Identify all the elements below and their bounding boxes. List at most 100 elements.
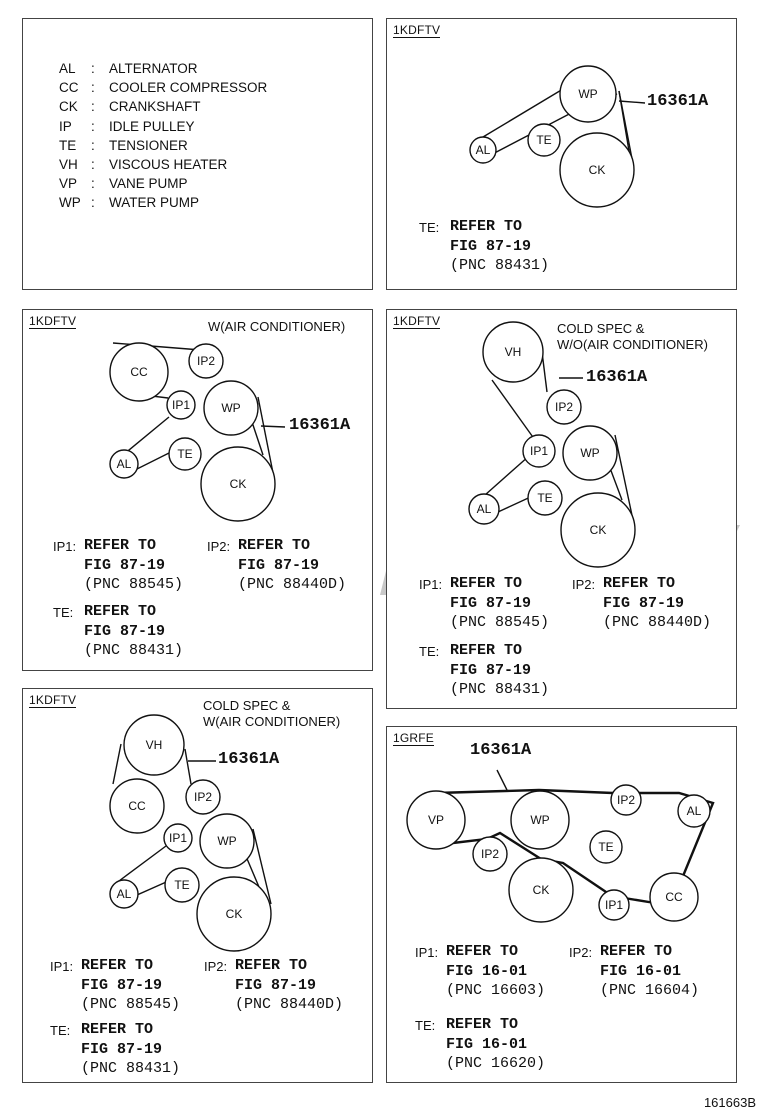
svg-text:WP: WP bbox=[221, 401, 240, 415]
pulley-ck bbox=[559, 132, 635, 208]
belt-diagram-panel-2: 1KDFTV W(AIR CONDITIONER) CC IP2 IP1 WP … bbox=[22, 309, 373, 671]
svg-text:IP2: IP2 bbox=[617, 793, 635, 807]
pulley-vh bbox=[482, 321, 544, 383]
pulley-wp bbox=[203, 380, 259, 436]
variant-note: COLD SPEC &W/O(AIR CONDITIONER) bbox=[557, 321, 708, 352]
pulley-te bbox=[527, 480, 563, 516]
pulley-vp bbox=[406, 790, 466, 850]
label-al: AL bbox=[476, 143, 491, 157]
svg-text:VH: VH bbox=[146, 738, 163, 752]
belt-routing-diagram: VH CC IP2 IP1 WP AL TE CK bbox=[109, 714, 272, 952]
svg-text:TE: TE bbox=[598, 840, 613, 854]
legend-item: VH:VISCOUS HEATER bbox=[59, 157, 228, 173]
figure-code: 161663B bbox=[703, 1095, 756, 1110]
svg-text:IP1: IP1 bbox=[172, 398, 190, 412]
svg-text:VH: VH bbox=[505, 345, 522, 359]
svg-text:IP1: IP1 bbox=[530, 444, 548, 458]
pulley-wp bbox=[559, 65, 617, 123]
svg-text:WP: WP bbox=[530, 813, 549, 827]
legend-item: CK:CRANKSHAFT bbox=[59, 99, 201, 115]
svg-text:AL: AL bbox=[117, 457, 132, 471]
svg-text:IP2: IP2 bbox=[555, 400, 573, 414]
belt-diagram-panel-3: 1KDFTV COLD SPEC &W/O(AIR CONDITIONER) V… bbox=[386, 309, 737, 709]
svg-text:AL: AL bbox=[687, 804, 702, 818]
engine-tag: 1KDFTV bbox=[29, 693, 77, 708]
engine-tag: 1KDFTV bbox=[393, 23, 441, 38]
pulley-al bbox=[677, 794, 711, 828]
pulley-te bbox=[527, 123, 561, 157]
pulley-ip1 bbox=[163, 823, 193, 853]
legend-item: VP:VANE PUMP bbox=[59, 176, 188, 192]
svg-text:IP2: IP2 bbox=[481, 847, 499, 861]
legend-item: WP:WATER PUMP bbox=[59, 195, 199, 211]
variant-note: COLD SPEC &W(AIR CONDITIONER) bbox=[203, 698, 341, 729]
pulley-al bbox=[469, 136, 497, 164]
pulley-al bbox=[109, 879, 139, 909]
part-number-label: 16361A bbox=[218, 750, 280, 769]
pulley-ip2 bbox=[185, 779, 221, 815]
pulley-ip2-upper bbox=[610, 784, 642, 816]
engine-tag: 1GRFE bbox=[393, 731, 435, 746]
pulley-al bbox=[109, 449, 139, 479]
variant-note: W(AIR CONDITIONER) bbox=[208, 319, 346, 334]
engine-tag: 1KDFTV bbox=[393, 314, 441, 329]
svg-text:IP2: IP2 bbox=[197, 354, 215, 368]
pulley-ck bbox=[200, 446, 276, 522]
pulley-ck bbox=[560, 492, 636, 568]
legend-item: CC:COOLER COMPRESSOR bbox=[59, 80, 268, 96]
pulley-te bbox=[168, 437, 202, 471]
svg-text:CC: CC bbox=[130, 365, 148, 379]
svg-text:AL: AL bbox=[477, 502, 492, 516]
svg-text:IP1: IP1 bbox=[169, 831, 187, 845]
pulley-ip2 bbox=[188, 343, 224, 379]
belt-diagram-panel-4: 1KDFTV COLD SPEC &W(AIR CONDITIONER) VH … bbox=[22, 688, 373, 1083]
svg-text:VP: VP bbox=[428, 813, 444, 827]
belt-routing-diagram: WP AL TE CK bbox=[469, 65, 646, 208]
svg-text:WP: WP bbox=[580, 446, 599, 460]
belt-routing-diagram: VP WP IP2 AL IP2 TE CK IP1 CC bbox=[406, 769, 715, 923]
belt-routing-diagram: VH IP2 IP1 WP AL TE CK bbox=[468, 321, 636, 568]
svg-text:TE: TE bbox=[537, 491, 552, 505]
svg-text:IP1: IP1 bbox=[605, 898, 623, 912]
part-number-label: 16361A bbox=[647, 92, 709, 111]
pulley-ip1 bbox=[166, 390, 196, 420]
part-number-label: 16361A bbox=[289, 416, 351, 435]
belt-diagram-panel-5: 1GRFE VP WP IP2 AL IP2 TE CK IP1 CC 1636… bbox=[386, 726, 737, 1083]
legend-panel: AL:ALTERNATOR CC:COOLER COMPRESSOR CK:CR… bbox=[22, 18, 373, 290]
pulley-wp bbox=[510, 790, 570, 850]
svg-text:CK: CK bbox=[590, 523, 607, 537]
pulley-ck bbox=[508, 857, 574, 923]
pulley-te bbox=[589, 830, 623, 864]
svg-text:CK: CK bbox=[226, 907, 243, 921]
engine-tag: 1KDFTV bbox=[29, 314, 77, 329]
svg-text:WP: WP bbox=[217, 834, 236, 848]
label-wp: WP bbox=[578, 87, 597, 101]
pulley-cc bbox=[109, 342, 169, 402]
svg-text:CC: CC bbox=[128, 799, 146, 813]
svg-text:TE: TE bbox=[177, 447, 192, 461]
svg-text:AL: AL bbox=[117, 887, 132, 901]
pulley-te bbox=[164, 867, 200, 903]
part-number-label: 16361A bbox=[470, 741, 532, 760]
svg-text:IP2: IP2 bbox=[194, 790, 212, 804]
pulley-ck bbox=[196, 876, 272, 952]
label-te: TE bbox=[536, 133, 551, 147]
pulley-wp bbox=[562, 425, 618, 481]
pulley-ip1 bbox=[522, 434, 556, 468]
pulley-cc bbox=[649, 872, 699, 922]
pulley-cc bbox=[109, 778, 165, 834]
belt-routing-diagram: CC IP2 IP1 WP AL TE CK bbox=[109, 342, 286, 522]
legend-item: TE:TENSIONER bbox=[59, 137, 188, 153]
part-number-label: 16361A bbox=[586, 368, 648, 387]
